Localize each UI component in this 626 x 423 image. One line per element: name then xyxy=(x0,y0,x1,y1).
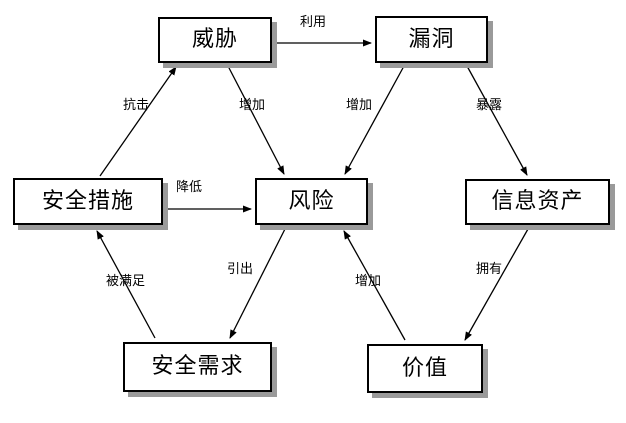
edge-label-asset-has-value: 拥有 xyxy=(476,262,503,277)
node-risk[interactable]: 风险 xyxy=(255,178,368,225)
edge-vuln-increases-risk xyxy=(344,65,405,175)
node-label-need: 安全需求 xyxy=(151,354,244,379)
edge-label-threat-exploits-vuln: 利用 xyxy=(300,15,327,30)
node-label-vuln: 漏洞 xyxy=(408,26,455,52)
node-need[interactable]: 安全需求 xyxy=(123,342,272,392)
edge-label-vuln-exposes-asset: 暴露 xyxy=(476,98,503,113)
edge-label-risk-derives-need: 引出 xyxy=(227,262,254,277)
edge-label-vuln-increases-risk: 增加 xyxy=(346,98,373,113)
edges-group xyxy=(96,39,529,341)
edge-label-need-satisfied-control: 被满足 xyxy=(106,274,146,289)
node-value[interactable]: 价值 xyxy=(367,344,483,393)
node-vuln[interactable]: 漏洞 xyxy=(375,16,488,63)
edge-label-threat-increases-risk: 增加 xyxy=(239,98,266,113)
node-label-value: 价值 xyxy=(401,355,448,381)
edge-label-control-reduces-risk: 降低 xyxy=(176,180,203,195)
node-label-threat: 威胁 xyxy=(191,27,238,52)
edge-label-control-counters-threat: 抗击 xyxy=(123,98,150,113)
edge-vuln-exposes-asset xyxy=(466,65,528,176)
edge-asset-has-value xyxy=(464,228,529,341)
edge-control-counters-threat xyxy=(99,66,177,177)
node-label-asset: 信息资产 xyxy=(491,189,584,214)
node-label-risk: 风险 xyxy=(288,188,335,214)
edge-value-increases-risk xyxy=(343,230,406,341)
node-label-control: 安全措施 xyxy=(41,188,134,214)
node-threat[interactable]: 威胁 xyxy=(158,17,272,63)
node-control[interactable]: 安全措施 xyxy=(13,178,163,225)
edge-threat-increases-risk xyxy=(227,65,285,175)
edge-label-value-increases-risk: 增加 xyxy=(355,274,382,289)
edge-need-satisfied-control xyxy=(96,230,156,339)
edge-risk-derives-need xyxy=(229,228,286,339)
node-asset[interactable]: 信息资产 xyxy=(465,179,610,225)
